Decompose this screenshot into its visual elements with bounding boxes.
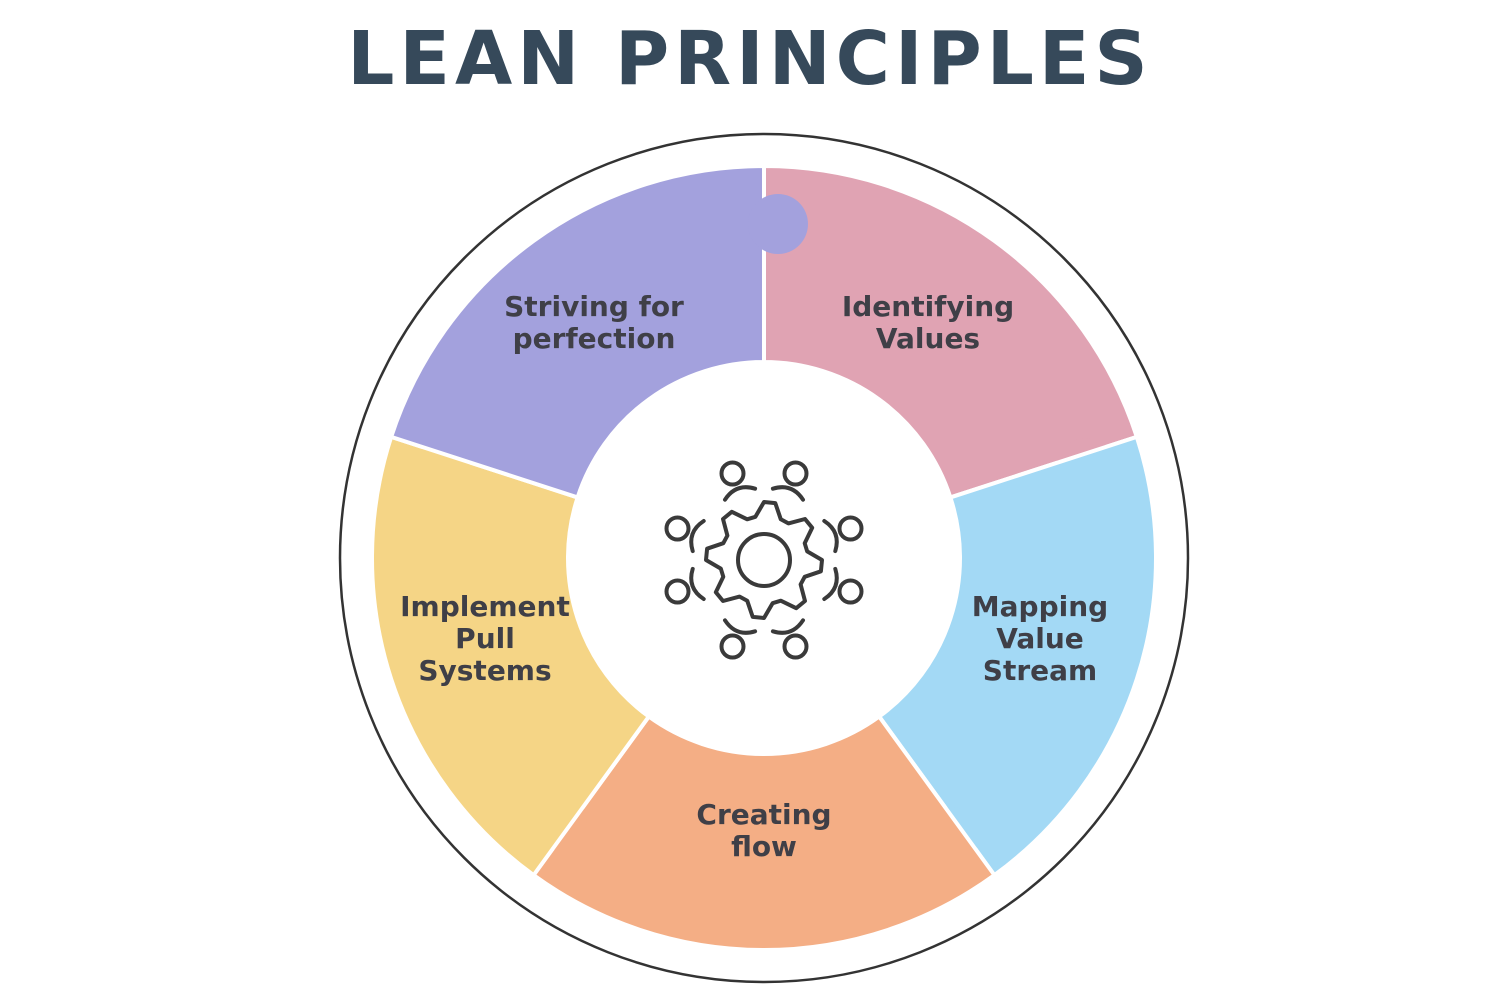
segment-label-implement-pull-systems: Systems bbox=[418, 654, 551, 687]
segment-label-identifying-values: Values bbox=[876, 322, 980, 355]
page-title: LEAN PRINCIPLES bbox=[347, 16, 1153, 102]
person-body bbox=[723, 485, 758, 502]
person-body bbox=[822, 566, 839, 601]
person-body bbox=[723, 618, 758, 635]
segment-label-implement-pull-systems: Implement bbox=[400, 590, 570, 623]
segment-label-mapping-value-stream: Stream bbox=[983, 654, 1097, 687]
person-head bbox=[719, 633, 746, 660]
person-head bbox=[664, 578, 691, 605]
puzzle-ring bbox=[370, 163, 1158, 953]
person-head bbox=[837, 515, 864, 542]
segment-labels: IdentifyingValuesMappingValueStreamCreat… bbox=[400, 290, 1108, 863]
center-circle bbox=[568, 362, 960, 754]
person-head bbox=[719, 460, 746, 487]
person-head bbox=[664, 515, 691, 542]
segment-label-striving-for-perfection: Striving for bbox=[504, 290, 684, 323]
person-body bbox=[689, 519, 706, 554]
segment-label-creating-flow: Creating bbox=[696, 798, 831, 831]
person-head bbox=[782, 633, 809, 660]
person-head bbox=[837, 578, 864, 605]
person-body bbox=[822, 519, 839, 554]
segment-label-implement-pull-systems: Pull bbox=[455, 622, 515, 655]
outer-ring bbox=[338, 132, 1190, 984]
segment-label-striving-for-perfection: perfection bbox=[513, 322, 676, 355]
person-body bbox=[770, 618, 805, 635]
segment-label-mapping-value-stream: Mapping bbox=[972, 590, 1108, 623]
person-body bbox=[689, 566, 706, 601]
puzzle-knob bbox=[748, 194, 808, 254]
segment-label-identifying-values: Identifying bbox=[842, 290, 1014, 323]
person-body bbox=[770, 485, 805, 502]
gear-with-people-icon bbox=[664, 460, 864, 660]
segment-label-creating-flow: flow bbox=[731, 830, 797, 863]
person-head bbox=[782, 460, 809, 487]
segment-label-mapping-value-stream: Value bbox=[996, 622, 1084, 655]
